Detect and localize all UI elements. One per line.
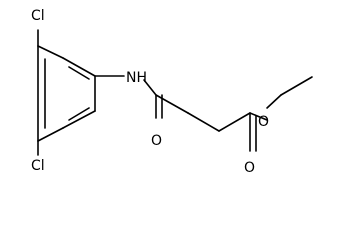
- n-carbonyl-bond: [143, 79, 157, 96]
- ring-bond: [37, 45, 64, 59]
- ring-bond: [62, 57, 96, 77]
- carbonyl-oxygen-label: O: [244, 160, 255, 176]
- ring-bond: [62, 110, 96, 129]
- cl-top-label: Cl: [31, 8, 45, 24]
- ring-double-bond: [68, 107, 90, 121]
- ring-double-bond: [68, 66, 90, 80]
- bonds: [37, 29, 313, 156]
- ethyl-bond: [280, 76, 313, 96]
- ring-bond: [37, 127, 64, 142]
- amide-oxygen-label: O: [151, 133, 162, 149]
- ester-oxygen-label: O: [258, 114, 269, 130]
- chain-bond: [218, 112, 251, 132]
- chain-bond: [187, 112, 220, 132]
- structure-diagram: Cl Cl NH O O O: [31, 8, 313, 176]
- atom-labels: Cl Cl NH O O O: [31, 8, 269, 176]
- chain-bond: [155, 94, 189, 114]
- nh-label: NH: [126, 70, 147, 86]
- cl-bottom-label: Cl: [31, 158, 45, 174]
- ethoxy-bond: [266, 94, 282, 109]
- ester-c-o-bond: [249, 112, 268, 121]
